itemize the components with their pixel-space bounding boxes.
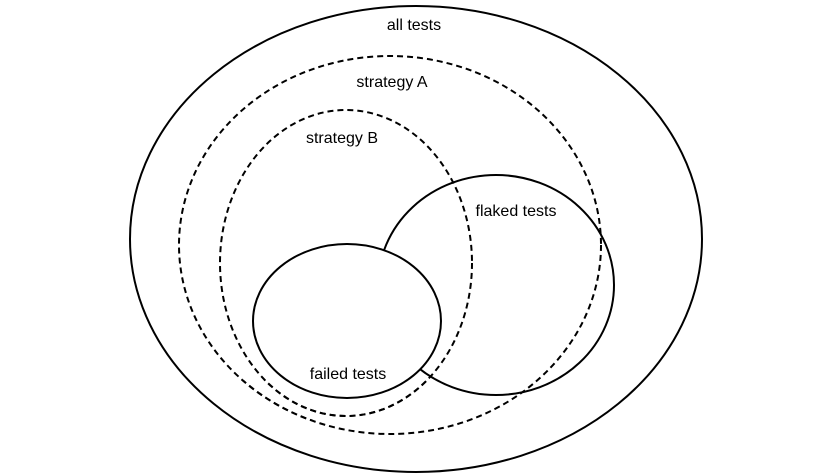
strategy-b-label: strategy B [306, 130, 378, 147]
strategy-a-label: strategy A [356, 74, 427, 91]
failed-tests-label: failed tests [310, 366, 386, 383]
flaked-tests-label: flaked tests [476, 203, 557, 220]
failed-tests-set [252, 243, 442, 399]
all-tests-set [129, 5, 703, 473]
strategy-a-set [178, 55, 602, 435]
all-tests-label: all tests [387, 17, 441, 34]
strategy-b-set [219, 109, 473, 417]
failed-tests-mask [253, 244, 441, 398]
